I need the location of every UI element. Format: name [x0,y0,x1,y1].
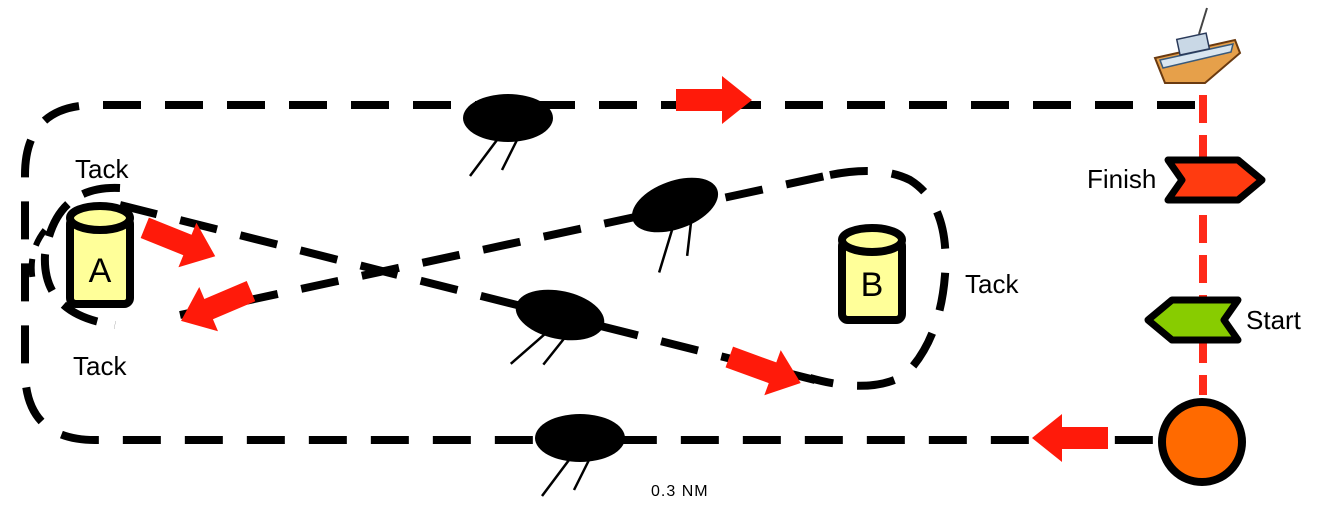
tack-label-bottom: Tack [73,351,127,381]
bug-silhouette-icon [461,92,555,178]
tack-label-right: Tack [965,269,1019,299]
finish-arrow-icon [1164,156,1266,204]
direction-arrow-icon [721,334,809,406]
outer-course-loop [21,101,1195,444]
inner-course-loop [808,167,950,390]
direction-arrow-icon [135,205,225,279]
distance-label: 0.3 NM [651,483,709,500]
direction-arrow-icon [171,269,261,343]
bug-silhouette-icon [623,165,739,277]
start-arrow-icon [1144,296,1242,344]
mark-a-letter: A [89,252,112,290]
direction-arrow-icon [676,76,752,124]
buoy-icon: A [66,202,134,308]
buoy-icon: B [838,224,906,324]
course-leg-b-to-a [179,171,831,319]
direction-arrow-icon [1032,414,1108,462]
boat-icon [1153,7,1242,84]
bug-silhouette-icon [502,280,611,383]
start-label: Start [1246,305,1301,335]
tack-label-top: Tack [75,154,129,184]
start-pin-icon [1158,398,1246,486]
mark-b-letter: B [861,266,884,304]
bug-silhouette-icon [533,412,627,498]
mark-a-rounding-arc [40,183,121,329]
finish-label: Finish [1087,164,1157,194]
